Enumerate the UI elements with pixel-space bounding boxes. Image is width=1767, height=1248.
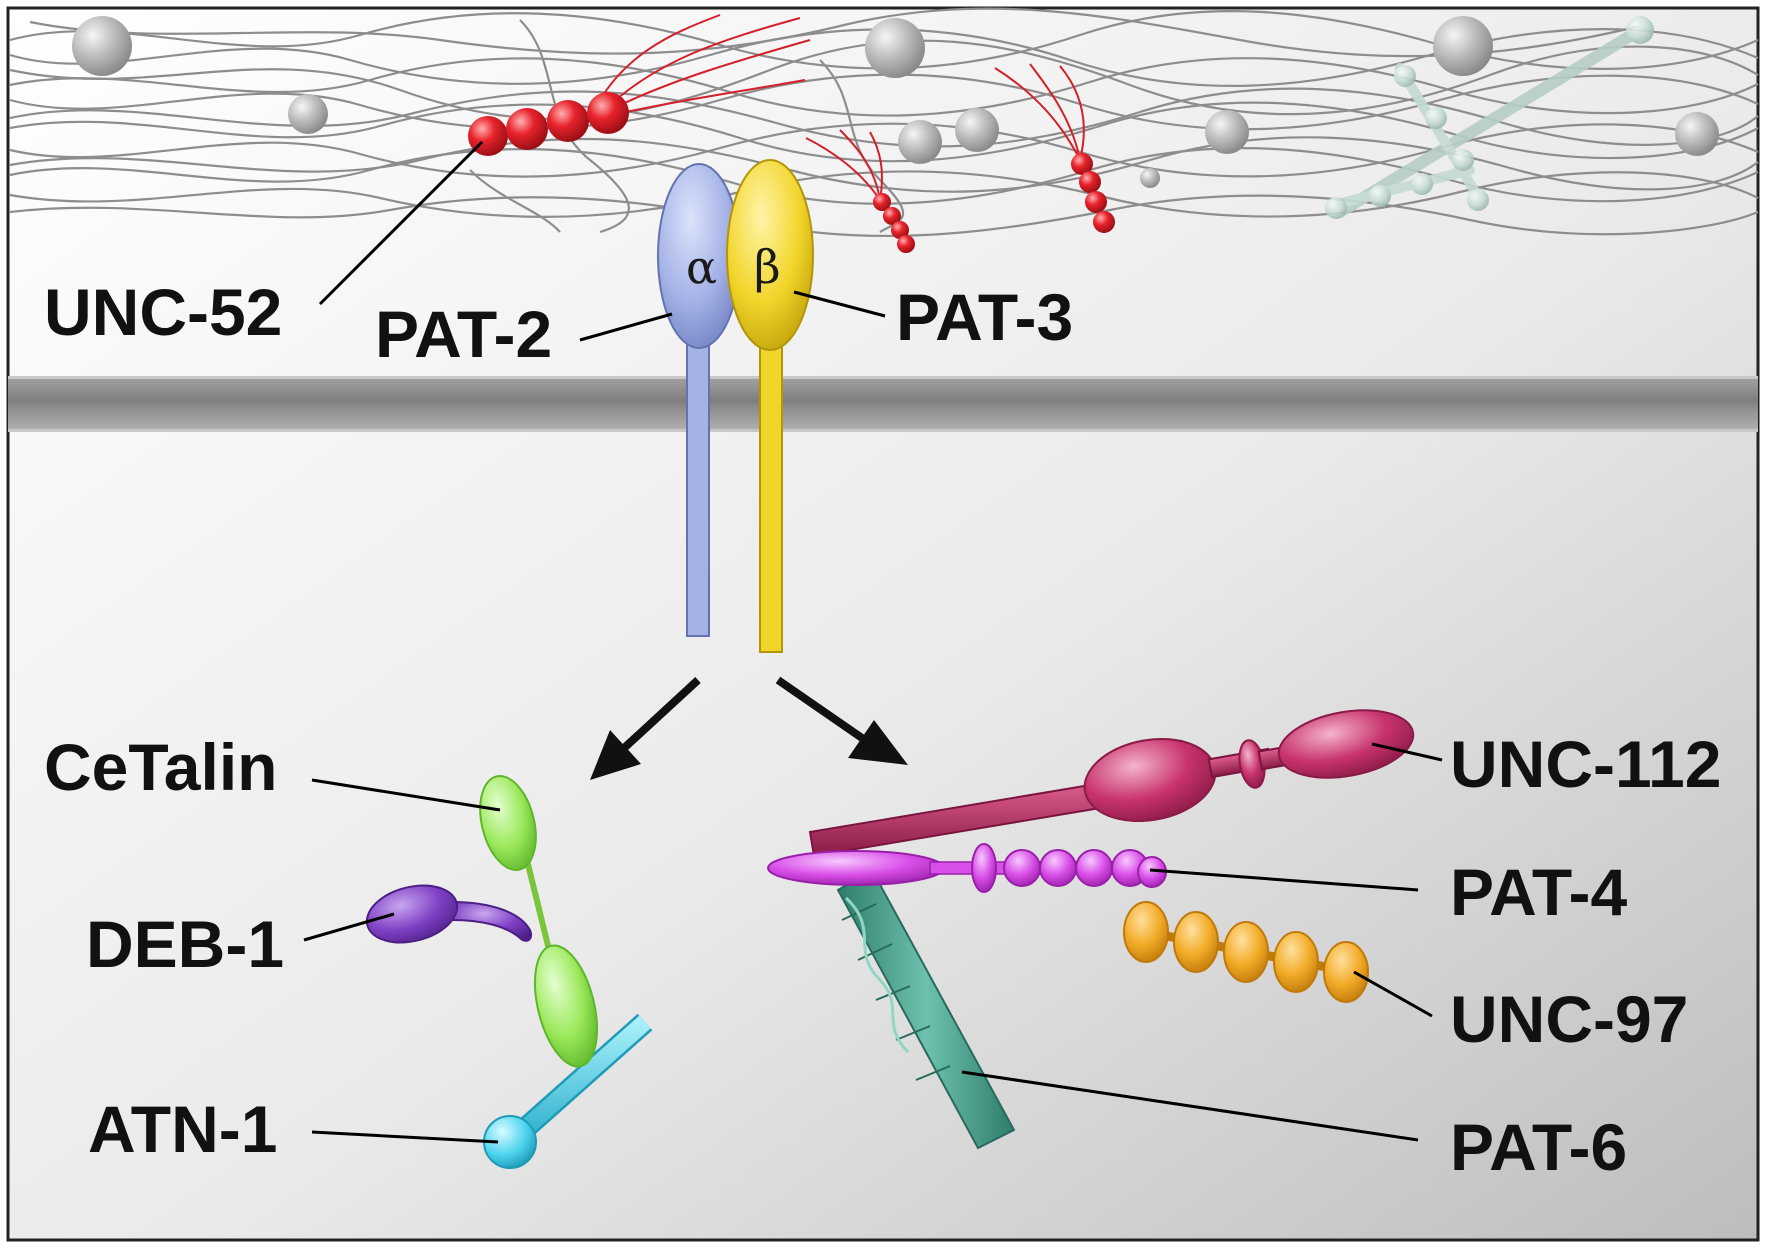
- pat3-stalk: [759, 339, 783, 653]
- membrane-edge: [8, 429, 1758, 432]
- pat3-beta-integrin: β: [726, 159, 814, 653]
- pat4-bead: [971, 843, 997, 893]
- plasma-membrane: [8, 376, 1758, 432]
- unc97-lim-domain: [1323, 941, 1369, 1003]
- leader-cetalin: [311, 778, 501, 812]
- leader-pat6: [961, 1070, 1419, 1142]
- red-fibril-left: [805, 129, 915, 253]
- arrow-right: [775, 676, 865, 742]
- leader-unc52: [318, 140, 484, 306]
- arrow-left-head: [590, 730, 641, 780]
- diagram-background: [8, 8, 1758, 1240]
- leader-unc97: [1353, 970, 1433, 1018]
- membrane-edge: [8, 376, 1758, 379]
- alpha-symbol: α: [686, 240, 717, 294]
- unc112-protein: [808, 709, 1415, 858]
- unc97-lim-domain: [1173, 911, 1219, 973]
- unc52-protein: [468, 14, 811, 156]
- label-unc97: UNC-97: [1450, 982, 1688, 1056]
- red-fibril-right: [994, 63, 1115, 233]
- unc97-lim-domain: [1273, 931, 1319, 993]
- pat2-alpha-integrin: α: [657, 163, 741, 637]
- unc52-bead: [547, 100, 589, 142]
- label-atn1: ATN-1: [88, 1092, 277, 1166]
- unc97-protein: [1123, 901, 1369, 1003]
- atn1-rod-fill: [504, 1015, 651, 1149]
- label-cetalin: CeTalin: [44, 730, 277, 804]
- leader-lines: [303, 140, 1443, 1144]
- leader-pat3: [793, 290, 886, 318]
- matrix-mint-rods: [1325, 16, 1654, 219]
- globule: [288, 94, 328, 134]
- label-pat4: PAT-4: [1450, 855, 1628, 929]
- label-unc112: UNC-112: [1450, 727, 1721, 801]
- leader-pat4: [1149, 868, 1419, 892]
- pat4-bead: [1075, 849, 1113, 887]
- talin-complex: [365, 775, 653, 1169]
- globule: [1433, 16, 1493, 76]
- pat4-bead: [1039, 849, 1077, 887]
- globule: [898, 120, 942, 164]
- globule: [955, 108, 999, 152]
- cetalin-domain-lower: [533, 944, 599, 1068]
- leader-unc112: [1371, 742, 1443, 762]
- unc52-bead: [587, 92, 629, 134]
- leader-pat2: [579, 312, 673, 342]
- cetalin-linker: [521, 847, 555, 963]
- arrow-left: [619, 677, 701, 753]
- cetalin-domain-upper: [479, 775, 537, 871]
- pat4-kinase-domain: [767, 850, 945, 886]
- label-pat2: PAT-2: [375, 297, 552, 371]
- deb1-arm: [451, 900, 532, 942]
- unc52-bead: [506, 108, 548, 150]
- globule: [72, 16, 132, 76]
- globule: [1205, 110, 1249, 154]
- diagram-frame: [6, 6, 1760, 1242]
- pat4-protein: [767, 843, 1167, 893]
- label-pat3: PAT-3: [896, 280, 1073, 354]
- unc97-lim-domain: [1123, 901, 1169, 963]
- labels: UNC-52 PAT-2 PAT-3 CeTalin DEB-1 ATN-1 U…: [44, 275, 1721, 1184]
- signal-arrows: [590, 676, 908, 780]
- globule: [865, 18, 925, 78]
- globule: [1675, 112, 1719, 156]
- label-pat6: PAT-6: [1450, 1110, 1627, 1184]
- globule: [1140, 168, 1160, 188]
- pat3-head: [726, 159, 814, 351]
- label-unc52: UNC-52: [44, 275, 282, 349]
- unc97-lim-domain: [1223, 921, 1269, 983]
- beta-symbol: β: [754, 240, 781, 294]
- leader-deb1: [303, 912, 395, 942]
- matrix-globules: [72, 16, 1719, 188]
- unc112-domain: [1277, 709, 1415, 779]
- pinch-complex: [767, 709, 1415, 1150]
- leader-atn1: [311, 1130, 499, 1144]
- pat4-bead: [1003, 849, 1041, 887]
- arrow-right-head: [848, 720, 908, 765]
- deb1-head: [365, 884, 459, 944]
- pat2-stalk: [686, 339, 710, 637]
- label-deb1: DEB-1: [86, 907, 284, 981]
